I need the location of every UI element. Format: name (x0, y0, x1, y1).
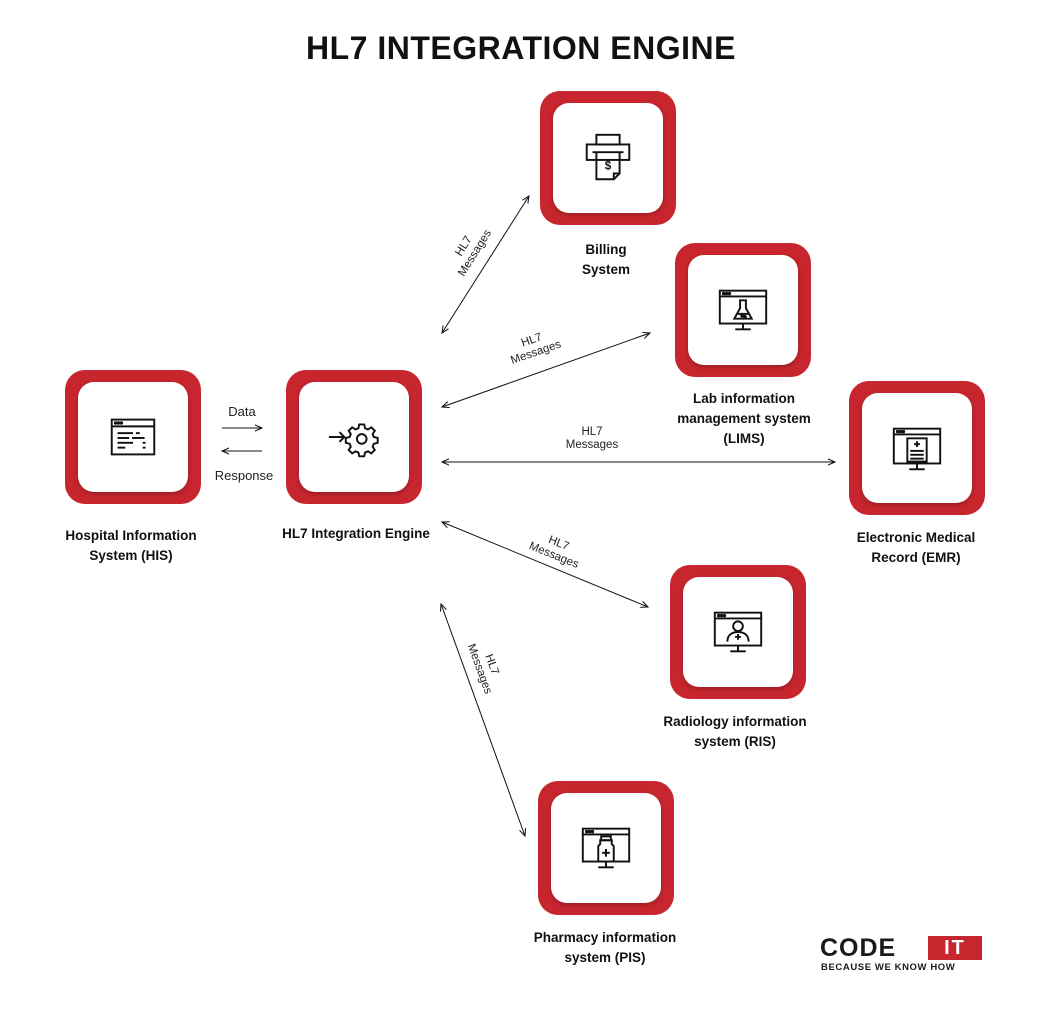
billing-label: Billing System (581, 242, 631, 277)
emr-node (849, 381, 985, 515)
emr-label: Electronic Medical Record (EMR) (856, 530, 976, 565)
response-label: Response (214, 468, 274, 483)
logo-tagline: BECAUSE WE KNOW HOW (821, 962, 956, 973)
ris-connector (442, 522, 648, 607)
his-node (65, 370, 201, 504)
engine-node (286, 370, 422, 504)
monitor-medicine-bottle-icon (581, 827, 631, 869)
data-label: Data (228, 404, 256, 419)
logo-code-text: CODE (820, 934, 897, 962)
monitor-patient-icon (713, 611, 763, 653)
browser-document-icon (110, 418, 156, 456)
pis-label: Pharmacy information system (PIS) (533, 930, 677, 965)
monitor-medical-record-icon (892, 427, 942, 471)
lims-label: Lab information management system (LIMS) (677, 391, 811, 446)
his-label: Hospital Information System (HIS) (65, 528, 197, 563)
logo-it-badge: IT (928, 936, 982, 960)
emr-msg-label: HL7 Messages (565, 426, 619, 451)
arrow-gear-icon (328, 423, 379, 458)
monitor-flask-icon (718, 289, 768, 331)
billing-node: $ (540, 91, 676, 225)
diagram-title: HL7 INTEGRATION ENGINE (306, 30, 736, 66)
codeit-logo: CODE IT BECAUSE WE KNOW HOW (820, 934, 982, 974)
svg-text:$: $ (605, 160, 612, 173)
printer-invoice-icon: $ (585, 133, 631, 181)
pis-connector (441, 604, 525, 836)
ris-label: Radiology information system (RIS) (663, 714, 807, 749)
ris-node (670, 565, 806, 699)
engine-label: HL7 Integration Engine (282, 526, 430, 541)
lims-connector (442, 333, 650, 407)
pis-node (538, 781, 674, 915)
billing-connector (442, 196, 529, 333)
lims-node (675, 243, 811, 377)
